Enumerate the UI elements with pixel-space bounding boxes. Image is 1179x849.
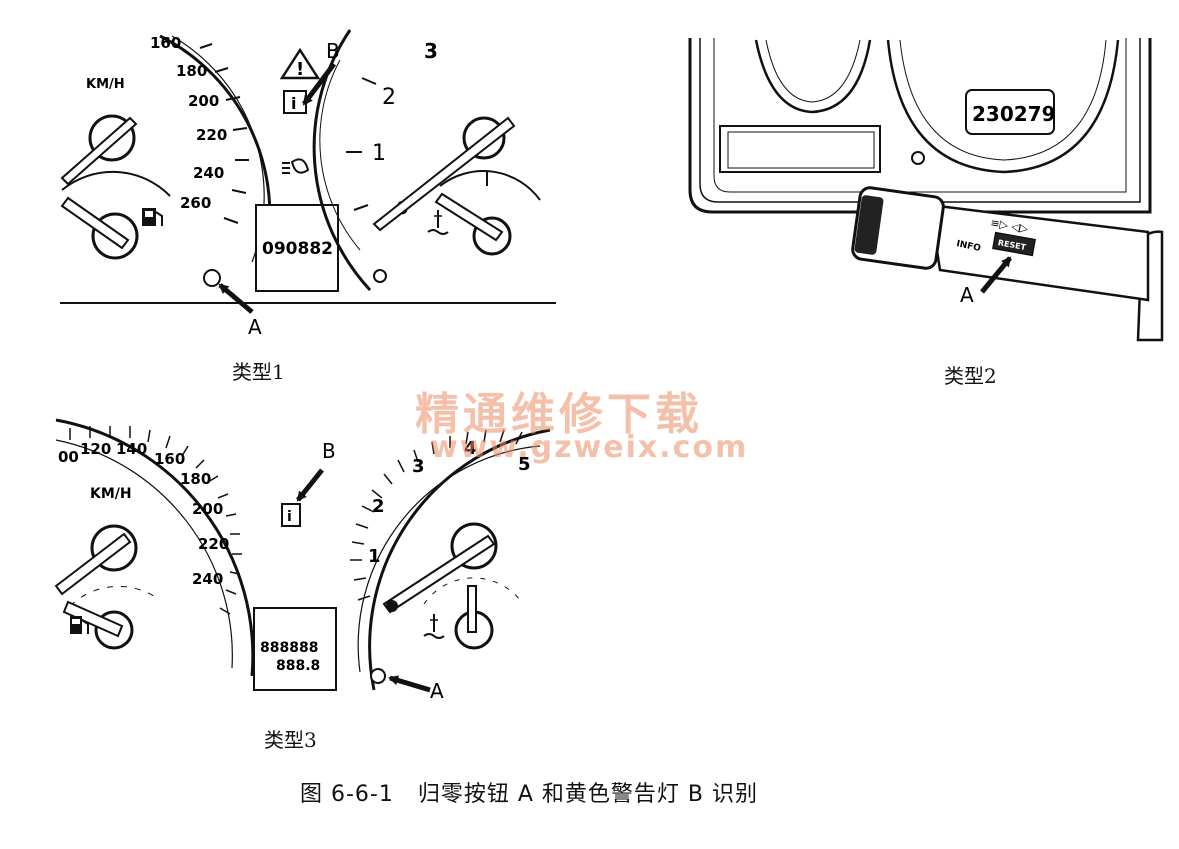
type3-info-light-b: i bbox=[281, 503, 301, 527]
type1-odometer: 090882 bbox=[262, 239, 333, 259]
type1-rpm-tick-3: 3 bbox=[424, 39, 438, 63]
type3-display-line2: 888.8 bbox=[276, 658, 320, 674]
type1-callout-b: B bbox=[326, 39, 340, 63]
type2-callout-a: A bbox=[960, 283, 974, 307]
type3-tacho-needle bbox=[382, 534, 496, 614]
type3-temp-needle bbox=[467, 585, 477, 633]
type3-arrow-b bbox=[296, 468, 324, 502]
type2-caption: 类型2 bbox=[944, 364, 997, 388]
type1-speed-unit: KM/H bbox=[86, 77, 125, 92]
type1-speed-tick-5: 240 bbox=[193, 164, 224, 182]
type3-speed-tick-1: 00 bbox=[58, 448, 79, 466]
fuel-pump-icon bbox=[142, 208, 163, 226]
type1-speed-needle bbox=[60, 116, 138, 186]
type3-speed-tick-8: 240 bbox=[192, 570, 223, 588]
type1-rpm-tick-2: 2 bbox=[382, 85, 396, 110]
type1-fuel-needle bbox=[60, 196, 130, 250]
svg-text:i: i bbox=[291, 94, 296, 113]
type1-temp-needle bbox=[434, 192, 504, 242]
coolant-temp-icon-type3 bbox=[423, 614, 445, 639]
type3-speed-unit: KM/H bbox=[90, 486, 132, 502]
type2-odometer: 230279 bbox=[972, 102, 1056, 126]
type2-arrow-a bbox=[980, 256, 1012, 294]
type1-arrow-a bbox=[218, 283, 254, 314]
type3-speed-tick-4: 160 bbox=[154, 450, 185, 468]
type1-caption: 类型1 bbox=[232, 360, 285, 384]
type3-callout-b: B bbox=[322, 439, 336, 463]
svg-text:!: ! bbox=[296, 59, 304, 80]
type3-fuel-needle bbox=[62, 600, 124, 638]
type3-arrow-a bbox=[388, 675, 431, 693]
fuel-pump-icon-type3 bbox=[70, 616, 89, 634]
type1-speed-tick-4: 220 bbox=[196, 126, 227, 144]
headlight-icon bbox=[282, 158, 310, 174]
type2-odometer-box bbox=[965, 89, 1055, 135]
figure-caption: 图 6-6-1 归零按钮 A 和黄色警告灯 B 识别 bbox=[300, 782, 758, 807]
watermark-title: 精通维修下载 bbox=[415, 389, 703, 440]
type1-cluster: 160 180 200 220 240 260 KM/H ! i bbox=[60, 29, 556, 339]
type3-reset-button-a[interactable] bbox=[370, 668, 386, 684]
type3-speed-tick-3: 140 bbox=[116, 440, 147, 458]
watermark-url: www.gzweix.com bbox=[430, 430, 749, 465]
type1-tacho-needle bbox=[372, 116, 516, 232]
type3-speed-tick-6: 200 bbox=[192, 500, 223, 518]
type3-rpm-tick-4: 4 bbox=[464, 438, 477, 459]
type3-rpm-tick-2: 2 bbox=[372, 496, 385, 517]
type3-cluster: 00 120 140 160 180 200 220 240 KM/H i 88… bbox=[54, 418, 551, 703]
type3-speed-tick-2: 120 bbox=[80, 440, 111, 458]
type2-left-gauge bbox=[754, 39, 872, 114]
type1-arrow-b bbox=[302, 62, 336, 106]
type1-odometer-box bbox=[255, 204, 339, 292]
type1-reset-button-a[interactable] bbox=[203, 269, 221, 287]
type3-speed-tick-5: 180 bbox=[180, 470, 211, 488]
type1-temp-arc bbox=[439, 170, 541, 201]
type1-speed-tick-3: 200 bbox=[188, 92, 219, 110]
type3-callout-a: A bbox=[430, 679, 444, 703]
type2-cluster: 230279 INFO ≡▷ ◁▷ RESET A bbox=[688, 38, 1164, 342]
type3-rpm-tick-5: 5 bbox=[518, 454, 531, 475]
type3-tacho-arc bbox=[368, 428, 551, 691]
type3-caption: 类型3 bbox=[264, 728, 317, 752]
type3-speed-tick-7: 220 bbox=[198, 535, 229, 553]
type2-display-panel bbox=[719, 125, 881, 173]
svg-text:i: i bbox=[287, 509, 292, 525]
type1-speed-tick-6: 260 bbox=[180, 194, 211, 212]
type1-callout-a: A bbox=[248, 315, 262, 339]
coolant-temp-icon bbox=[427, 210, 449, 235]
type2-dash-outer bbox=[688, 38, 1152, 214]
type3-speedo-arc bbox=[55, 418, 255, 677]
type1-speed-tick-1: 160 bbox=[150, 34, 181, 52]
type3-rpm-tick-1: 1 bbox=[368, 546, 381, 567]
type3-display-line1: 888888 bbox=[260, 640, 318, 656]
type1-fuel-arc bbox=[61, 170, 171, 197]
type2-right-gauge bbox=[886, 39, 1120, 174]
type1-rpm-tick-1: 1 bbox=[372, 141, 386, 166]
type3-display-box bbox=[253, 607, 337, 691]
type3-speed-needle bbox=[54, 532, 132, 596]
warning-triangle-icon: ! bbox=[279, 47, 321, 80]
type1-speed-tick-2: 180 bbox=[176, 62, 207, 80]
type2-reset-button-a[interactable] bbox=[992, 231, 1036, 257]
type3-rpm-tick-3: 3 bbox=[412, 456, 425, 477]
